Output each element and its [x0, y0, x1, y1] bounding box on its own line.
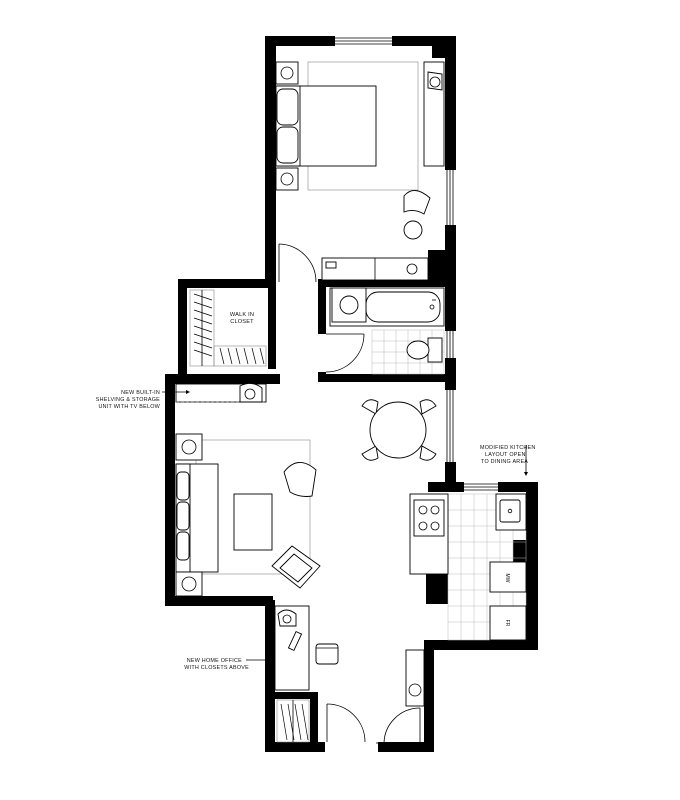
walls	[165, 36, 538, 752]
entry-closet	[276, 699, 310, 743]
side-table-top	[175, 433, 203, 461]
office-chair	[315, 643, 339, 665]
bathroom-door	[325, 333, 365, 373]
microwave: MW	[489, 561, 527, 593]
kitchen-label-line1: MODIFIED KITCHEN	[480, 445, 536, 451]
entry-doors	[326, 703, 421, 745]
kitchen-label-line3: TO DINING AREA	[481, 459, 528, 465]
dining-area	[361, 399, 437, 461]
kitchen: MW FR	[409, 493, 527, 641]
toilet	[406, 337, 443, 363]
nightstand-bottom	[275, 167, 299, 191]
bathroom-sink	[331, 287, 367, 323]
builtin-label-line2: SHELVING & STORAGE	[96, 397, 160, 403]
walk-in-closet-label-line1: WALK IN	[230, 312, 254, 318]
lounge-chair	[271, 545, 321, 589]
refrigerator: FR	[489, 605, 527, 641]
annotation-office: NEW HOME OFFICE WITH CLOSETS ABOVE	[184, 658, 274, 671]
bathroom	[325, 287, 445, 375]
side-table-bottom	[175, 571, 203, 597]
living-room	[175, 383, 321, 597]
bedroom-side-window	[446, 170, 454, 225]
bed	[275, 85, 377, 167]
coffee-table	[233, 493, 273, 551]
bedroom-top-window	[335, 37, 392, 45]
office-label-line1: NEW HOME OFFICE	[187, 658, 242, 664]
kitchen-window	[464, 483, 498, 491]
builtin-label-line3: UNIT WITH TV BELOW	[98, 404, 160, 410]
arrow-icon	[524, 472, 528, 476]
builtin-label-line1: NEW BUILT-IN	[121, 390, 160, 396]
accent-chair	[283, 462, 317, 497]
microwave-label: MW	[504, 574, 510, 583]
kitchen-label-line2: LAYOUT OPEN	[485, 452, 526, 458]
cooktop	[413, 499, 445, 537]
bathroom-window	[446, 331, 454, 358]
tv-shelving-unit	[175, 383, 267, 403]
sofa	[175, 463, 219, 573]
refrigerator-label: FR	[504, 620, 510, 627]
entry-console	[405, 649, 425, 707]
bedroom	[275, 61, 445, 283]
walk-in-closet-label-line2: CLOSET	[230, 319, 254, 325]
office-label-line2: WITH CLOSETS ABOVE	[184, 665, 249, 671]
nightstand-top	[275, 61, 299, 85]
armchair-corner	[423, 61, 445, 167]
dining-window	[446, 390, 454, 462]
desk-chair-bedroom	[403, 190, 431, 240]
dining-table	[369, 401, 427, 459]
bedroom-door	[278, 243, 317, 283]
annotation-builtin: NEW BUILT-IN SHELVING & STORAGE UNIT WIT…	[96, 390, 190, 410]
windows	[335, 37, 498, 491]
annotation-kitchen: MODIFIED KITCHEN LAYOUT OPEN TO DINING A…	[480, 445, 536, 476]
arrow-icon	[270, 658, 274, 662]
kitchen-sink	[495, 493, 527, 531]
home-office	[274, 605, 425, 707]
dresser	[321, 257, 429, 281]
arrow-icon	[186, 390, 190, 394]
walk-in-closet: WALK IN CLOSET	[189, 289, 267, 367]
